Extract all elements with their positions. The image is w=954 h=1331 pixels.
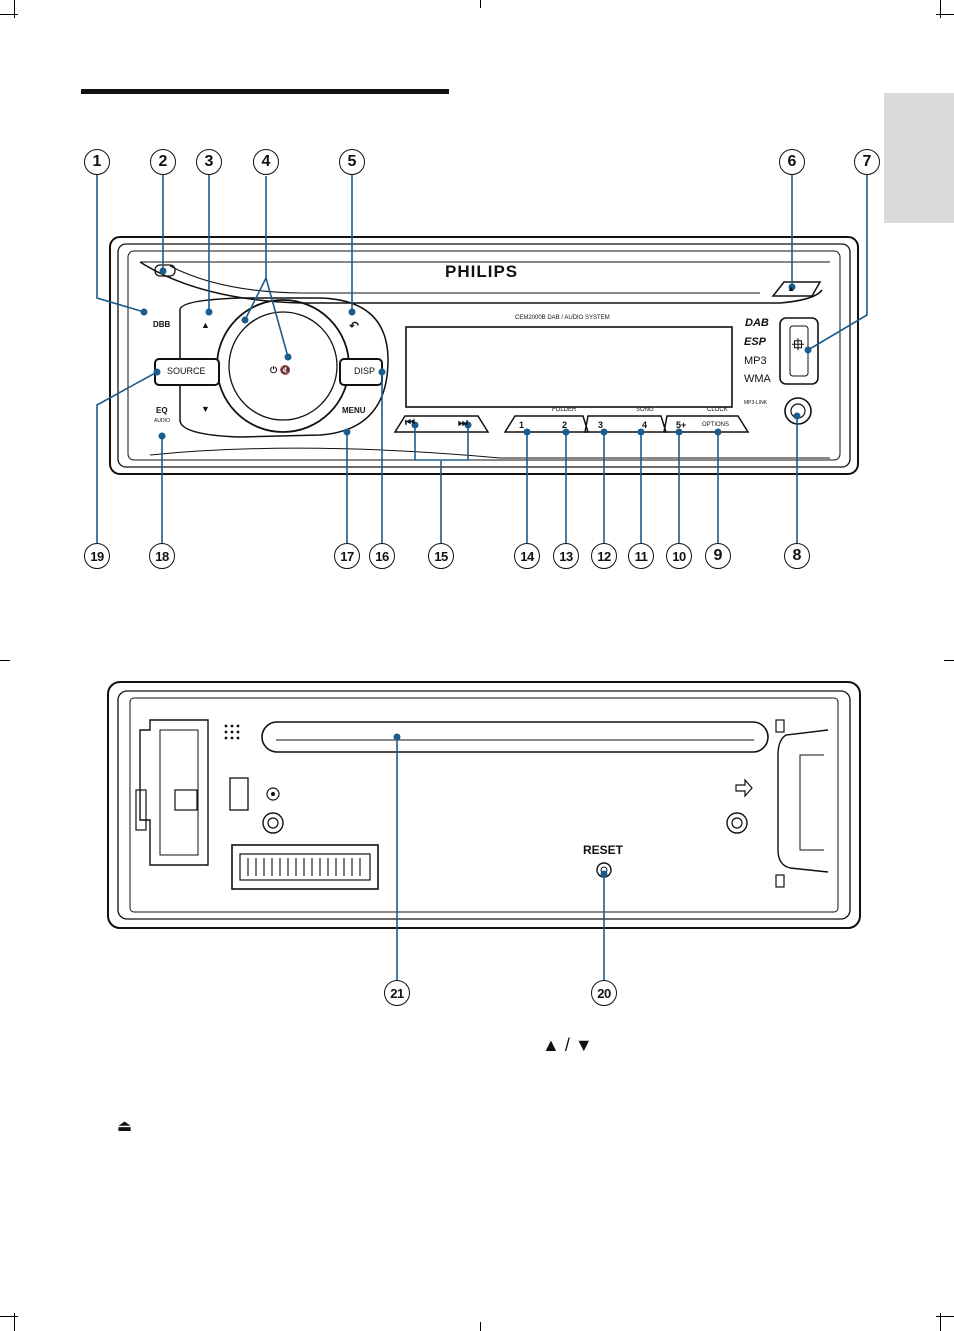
esp-logo: ESP	[744, 337, 766, 348]
callout-6: 6	[779, 149, 805, 175]
eq-button[interactable]: EQ	[156, 407, 168, 415]
callout-16: 16	[369, 543, 395, 569]
preset-4-button[interactable]: 4	[642, 421, 647, 430]
callout-1: 1	[84, 149, 110, 175]
eject-symbol: ⏏	[117, 1119, 132, 1135]
source-button[interactable]: SOURCE	[167, 367, 206, 376]
callout-12: 12	[591, 543, 617, 569]
reset-label: RESET	[583, 844, 623, 856]
audio-label: AUDIO	[154, 419, 170, 424]
clock-label: CLOCK	[707, 407, 728, 413]
next-button[interactable]: ⏭	[458, 418, 468, 429]
crop-mark	[936, 1316, 954, 1317]
disp-button[interactable]: DISP	[354, 367, 375, 376]
preset-2-button[interactable]: 2	[562, 421, 567, 430]
callout-11: 11	[628, 543, 654, 569]
callout-8: 8	[784, 543, 810, 569]
mp3-link-label: MP3-LINK	[744, 401, 767, 406]
preset-5-button[interactable]: 5+	[676, 421, 686, 430]
callout-14: 14	[514, 543, 540, 569]
front-panel-diagram	[0, 0, 954, 620]
callout-18: 18	[149, 543, 175, 569]
crop-mark	[0, 1316, 18, 1317]
crop-mark	[480, 1322, 481, 1331]
back-panel-diagram	[0, 660, 954, 1060]
down-button[interactable]: ▼	[201, 405, 210, 414]
dab-logo: DAB	[745, 318, 769, 329]
callout-15: 15	[428, 543, 454, 569]
callout-17: 17	[334, 543, 360, 569]
callout-19: 19	[84, 543, 110, 569]
crop-mark	[14, 1313, 15, 1331]
prev-button[interactable]: ⏮	[405, 418, 415, 429]
dbb-button[interactable]: DBB	[153, 321, 170, 329]
up-down-symbols: ▲ / ▼	[542, 1036, 593, 1054]
song-label: SONG	[636, 407, 654, 413]
callout-13: 13	[553, 543, 579, 569]
callout-7: 7	[854, 149, 880, 175]
power-mute-knob[interactable]: ⏻ 🔇	[270, 366, 291, 375]
mp3-logo: MP3	[744, 356, 767, 367]
model-text: CEM2000B DAB / AUDIO SYSTEM	[515, 315, 610, 321]
crop-mark	[940, 1313, 941, 1331]
menu-button[interactable]: MENU	[342, 407, 366, 415]
brand-logo: PHILIPS	[445, 263, 518, 280]
callout-2: 2	[150, 149, 176, 175]
callout-9: 9	[705, 543, 731, 569]
callout-4: 4	[253, 149, 279, 175]
preset-3-button[interactable]: 3	[598, 421, 603, 430]
wma-logo: WMA	[744, 374, 771, 385]
callout-20: 20	[591, 980, 617, 1006]
callout-5: 5	[339, 149, 365, 175]
callout-10: 10	[666, 543, 692, 569]
preset-1-button[interactable]: 1	[519, 421, 524, 430]
callout-3: 3	[196, 149, 222, 175]
options-button[interactable]: OPTIONS	[702, 422, 729, 428]
folder-label: FOLDER	[552, 407, 576, 413]
callout-21: 21	[384, 980, 410, 1006]
back-button[interactable]: ↶	[349, 320, 359, 332]
eject-button[interactable]: ▲	[787, 285, 795, 293]
up-button[interactable]: ▲	[201, 321, 210, 330]
usb-icon: ⯐	[792, 338, 804, 354]
